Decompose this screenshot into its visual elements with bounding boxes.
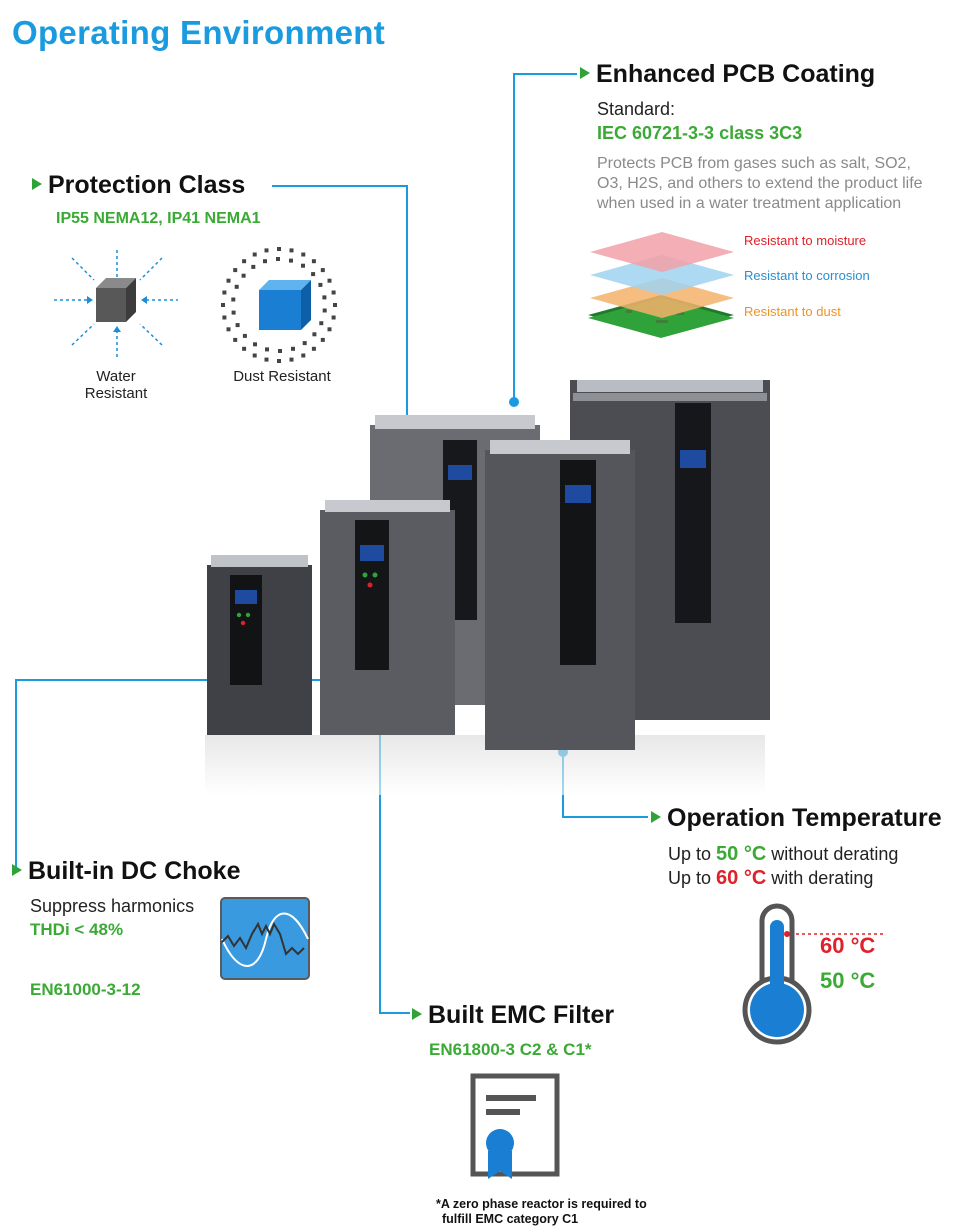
emc-footnote: *A zero phase reactor is required to ful… (436, 1197, 647, 1226)
arrow-icon (412, 1008, 422, 1021)
pcb-layers-icon (588, 232, 734, 338)
thermometer-icon (742, 903, 885, 1045)
temperature-line1: Up to 50 °C without derating (668, 843, 899, 865)
thermo-high-label: 60 °C (820, 933, 876, 958)
protection-heading: Protection Class (32, 171, 245, 200)
emc-standard: EN61800-3 C2 & C1* (429, 1040, 592, 1059)
pcb-standard-value: IEC 60721-3-3 class 3C3 (597, 123, 803, 143)
dc-choke-standard: EN61000-3-12 (30, 980, 141, 999)
temp-60-value: 60 °C (716, 867, 767, 889)
pcb-description: Protects PCB from gases such as salt, SO… (597, 155, 923, 212)
arrow-icon (32, 178, 42, 191)
water-resistant-icon (54, 250, 178, 360)
protection-ratings: IP55 NEMA12, IP41 NEMA1 (56, 210, 261, 227)
temp-50-value: 50 °C (716, 843, 767, 865)
arrow-icon (580, 67, 590, 80)
layer-moisture-label: Resistant to moisture (744, 233, 867, 248)
temperature-line2: Up to 60 °C with derating (668, 867, 874, 889)
harmonic-wave-icon (220, 897, 310, 980)
arrow-icon (651, 811, 661, 824)
dc-choke-thdi: THDi < 48% (30, 920, 124, 939)
temperature-heading: Operation Temperature (651, 804, 942, 833)
dc-choke-heading: Built-in DC Choke (12, 857, 241, 886)
layer-corrosion-label: Resistant to corrosion (744, 268, 870, 283)
thermo-low-label: 50 °C (820, 968, 876, 993)
emc-heading: Built EMC Filter (412, 1001, 614, 1030)
drive-products-image (205, 380, 770, 795)
water-resistant-label: Water Resistant (84, 368, 148, 402)
layer-dust-label: Resistant to dust (744, 304, 841, 319)
dust-resistant-icon (221, 247, 337, 363)
pcb-heading: Enhanced PCB Coating (580, 60, 875, 89)
page-title: Operating Environment (12, 14, 386, 51)
dust-resistant-label: Dust Resistant (233, 368, 331, 385)
arrow-icon (12, 864, 22, 877)
certificate-icon (470, 1073, 560, 1179)
dc-choke-line1: Suppress harmonics (30, 896, 195, 916)
pcb-standard-label: Standard: (597, 99, 676, 119)
